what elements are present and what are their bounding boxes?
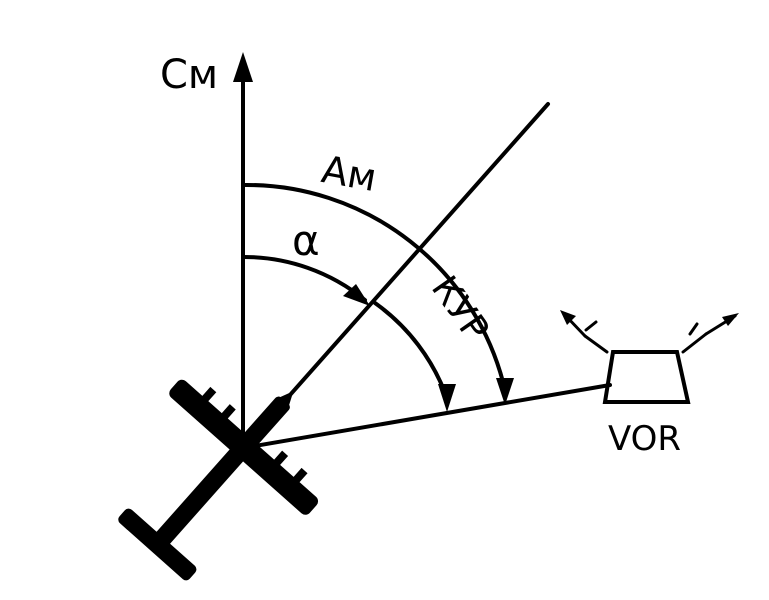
- am-label: Ам: [318, 147, 379, 200]
- vor-station-icon: [560, 310, 739, 404]
- alpha-arc: [241, 254, 370, 306]
- aircraft-icon: [118, 379, 319, 581]
- am-arc: [241, 182, 514, 405]
- magnetic-north-axis: [233, 52, 253, 450]
- vor-bearing-line: [241, 383, 612, 450]
- alpha-label: α: [292, 216, 320, 265]
- kur-arc: [373, 301, 456, 412]
- north-label: Cм: [160, 52, 218, 98]
- vor-label: VOR: [608, 419, 681, 459]
- heading-line: [241, 102, 550, 450]
